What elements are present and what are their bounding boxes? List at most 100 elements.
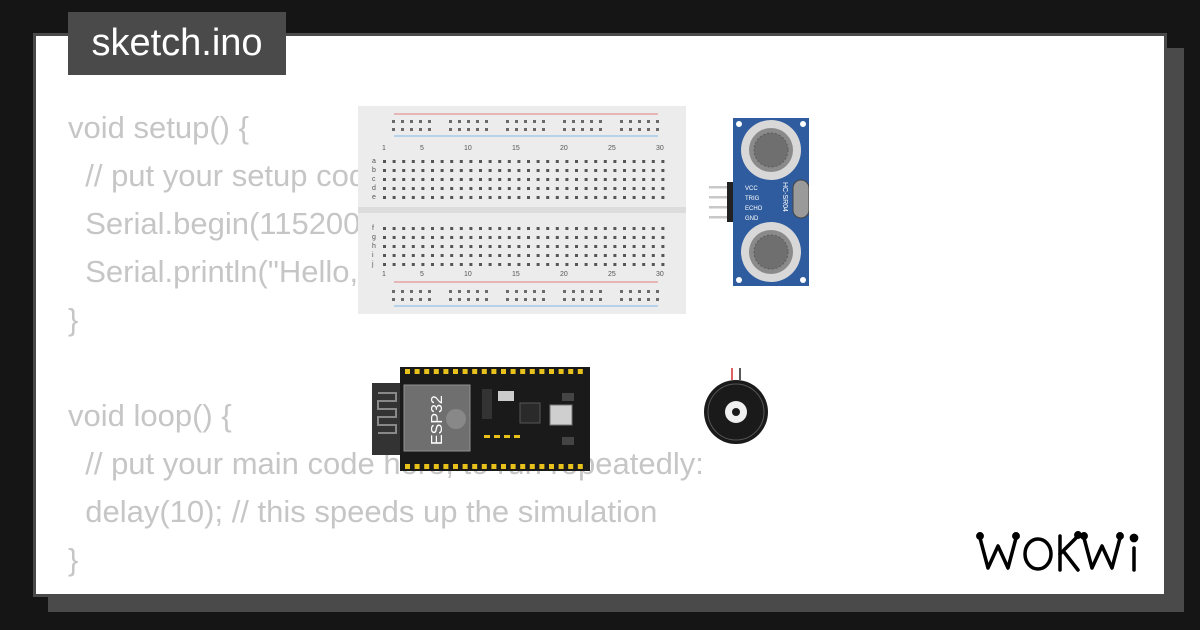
breadboard-hole [555, 178, 559, 181]
header-pin [405, 464, 410, 469]
breadboard-hole [603, 160, 607, 163]
code-line: } [68, 542, 79, 577]
breadboard-hole [383, 178, 386, 181]
rail-hole [419, 120, 422, 123]
breadboard-hole [546, 245, 550, 248]
breadboard-hole [613, 245, 617, 248]
breadboard-hole [402, 254, 406, 257]
breadboard-hole [383, 227, 386, 230]
rail-hole [449, 298, 452, 301]
pin-label: ECHO [745, 206, 763, 212]
header-pin [558, 369, 564, 374]
breadboard-hole [507, 160, 511, 163]
breadboard-hole [661, 227, 665, 230]
rail-hole [656, 128, 659, 131]
breadboard-hole [411, 196, 415, 199]
breadboard-hole [632, 160, 636, 163]
breadboard-hole [555, 263, 559, 266]
column-number: 25 [608, 271, 616, 278]
breadboard-hole [392, 227, 396, 230]
breadboard-hole [411, 160, 415, 163]
breadboard-hole [527, 245, 530, 248]
header-pin [491, 464, 497, 469]
rail-hole [533, 298, 536, 301]
breadboard-hole [661, 187, 665, 190]
breadboard-hole [479, 236, 482, 239]
breadboard-hole [392, 160, 396, 163]
breadboard-hole [431, 196, 434, 199]
header-pin [491, 369, 497, 374]
header-pin [424, 464, 430, 469]
breadboard-hole [507, 263, 511, 266]
breadboard[interactable]: 1 5 10 15 20 25 30 1 5 10 15 20 25 30 a … [358, 106, 686, 314]
breadboard-hole [546, 227, 550, 230]
breadboard-hole [488, 263, 492, 266]
breadboard-hole [488, 245, 492, 248]
breadboard-hole [584, 196, 588, 199]
breadboard-hole [623, 187, 626, 190]
boot-button[interactable] [562, 393, 574, 401]
breadboard-hole [594, 236, 598, 239]
header-pin [539, 369, 545, 374]
breadboard-hole [498, 227, 502, 230]
breadboard-hole [459, 160, 463, 163]
file-tab[interactable]: sketch.ino [68, 12, 286, 75]
breadboard-hole [536, 236, 540, 239]
breadboard-hole [421, 187, 425, 190]
rail-hole [428, 128, 431, 131]
rail-hole [419, 128, 422, 131]
breadboard-hole [517, 227, 521, 230]
sensor-model-label: HC-SR04 [781, 182, 788, 212]
breadboard-hole [536, 227, 540, 230]
breadboard-hole [536, 245, 540, 248]
breadboard-hole [632, 254, 636, 257]
rail-hole [506, 298, 509, 301]
rail-hole [590, 290, 593, 293]
pin-label: VCC [745, 186, 758, 192]
breadboard-hole [469, 187, 473, 190]
buzzer[interactable] [702, 366, 772, 446]
reset-button[interactable] [562, 437, 574, 445]
row-letter: g [372, 234, 376, 241]
code-line: Serial.begin(115200); [68, 206, 380, 241]
breadboard-hole [546, 160, 550, 163]
breadboard-hole [603, 254, 607, 257]
code-line: void loop() { [68, 398, 232, 433]
breadboard-hole [498, 196, 502, 199]
rail-hole [524, 290, 527, 293]
breadboard-hole [584, 178, 588, 181]
breadboard-hole [440, 254, 444, 257]
breadboard-hole [642, 227, 646, 230]
rail-hole [449, 128, 452, 131]
header-pin [424, 369, 430, 374]
breadboard-hole [450, 254, 454, 257]
rail-hole [458, 298, 461, 301]
breadboard-hole [392, 245, 396, 248]
breadboard-hole [383, 254, 386, 257]
header-pin [549, 464, 554, 469]
breadboard-hole [459, 245, 463, 248]
esp32-board[interactable]: ESP32 [372, 363, 592, 475]
ultrasonic-sensor[interactable]: VCC TRIG ECHO GND HC-SR04 [709, 114, 809, 286]
breadboard-hole [507, 169, 511, 172]
breadboard-hole [661, 263, 665, 266]
header-pin [405, 369, 410, 374]
breadboard-hole [623, 169, 626, 172]
rail-hole [656, 120, 659, 123]
breadboard-hole [507, 178, 511, 181]
breadboard-hole [603, 187, 607, 190]
breadboard-hole [575, 245, 578, 248]
breadboard-hole [421, 178, 425, 181]
breadboard-hole [536, 187, 540, 190]
breadboard-hole [613, 263, 617, 266]
breadboard-hole [613, 187, 617, 190]
breadboard-hole [613, 178, 617, 181]
rail-hole [542, 298, 545, 301]
breadboard-hole [623, 160, 626, 163]
header-pin [501, 464, 506, 469]
breadboard-hole [479, 245, 482, 248]
rail-hole [581, 120, 584, 123]
breadboard-hole [469, 169, 473, 172]
breadboard-hole [498, 236, 502, 239]
breadboard-hole [383, 196, 386, 199]
